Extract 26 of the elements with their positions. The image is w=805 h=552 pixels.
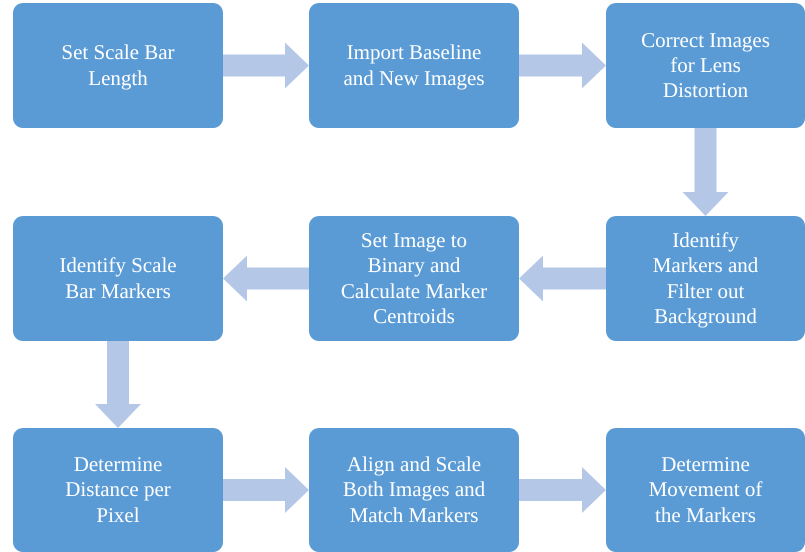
step-text: Align and Scale Both Images and Match Markers	[342, 452, 486, 528]
block-arrow	[519, 256, 606, 302]
process-box	[309, 3, 519, 128]
block-arrow	[519, 42, 606, 88]
process-box	[13, 216, 223, 341]
step-text: Correct Images for Lens Distortion	[640, 28, 771, 104]
step-text: Import Baseline and New Images	[342, 40, 486, 91]
step-text: Set Image to Binary and Calculate Marker Centroids	[340, 228, 488, 329]
process-box	[606, 428, 805, 552]
step-text: Determine Movement of the Markers	[648, 452, 764, 528]
process-box	[309, 428, 519, 552]
step-text: Set Scale Bar Length	[60, 40, 176, 91]
block-arrow	[223, 42, 309, 88]
block-arrow	[682, 128, 728, 216]
process-box	[606, 216, 805, 341]
process-box	[13, 3, 223, 128]
block-arrow	[519, 467, 606, 513]
process-box	[606, 3, 805, 128]
process-box	[309, 216, 519, 341]
block-arrow	[223, 467, 309, 513]
block-arrow	[95, 341, 141, 428]
step-text: Determine Distance per Pixel	[64, 452, 172, 528]
process-box	[13, 428, 223, 552]
step-text: Identify Markers and Filter out Background	[652, 228, 760, 329]
block-arrow	[223, 256, 309, 302]
step-text: Identify Scale Bar Markers	[58, 253, 178, 304]
